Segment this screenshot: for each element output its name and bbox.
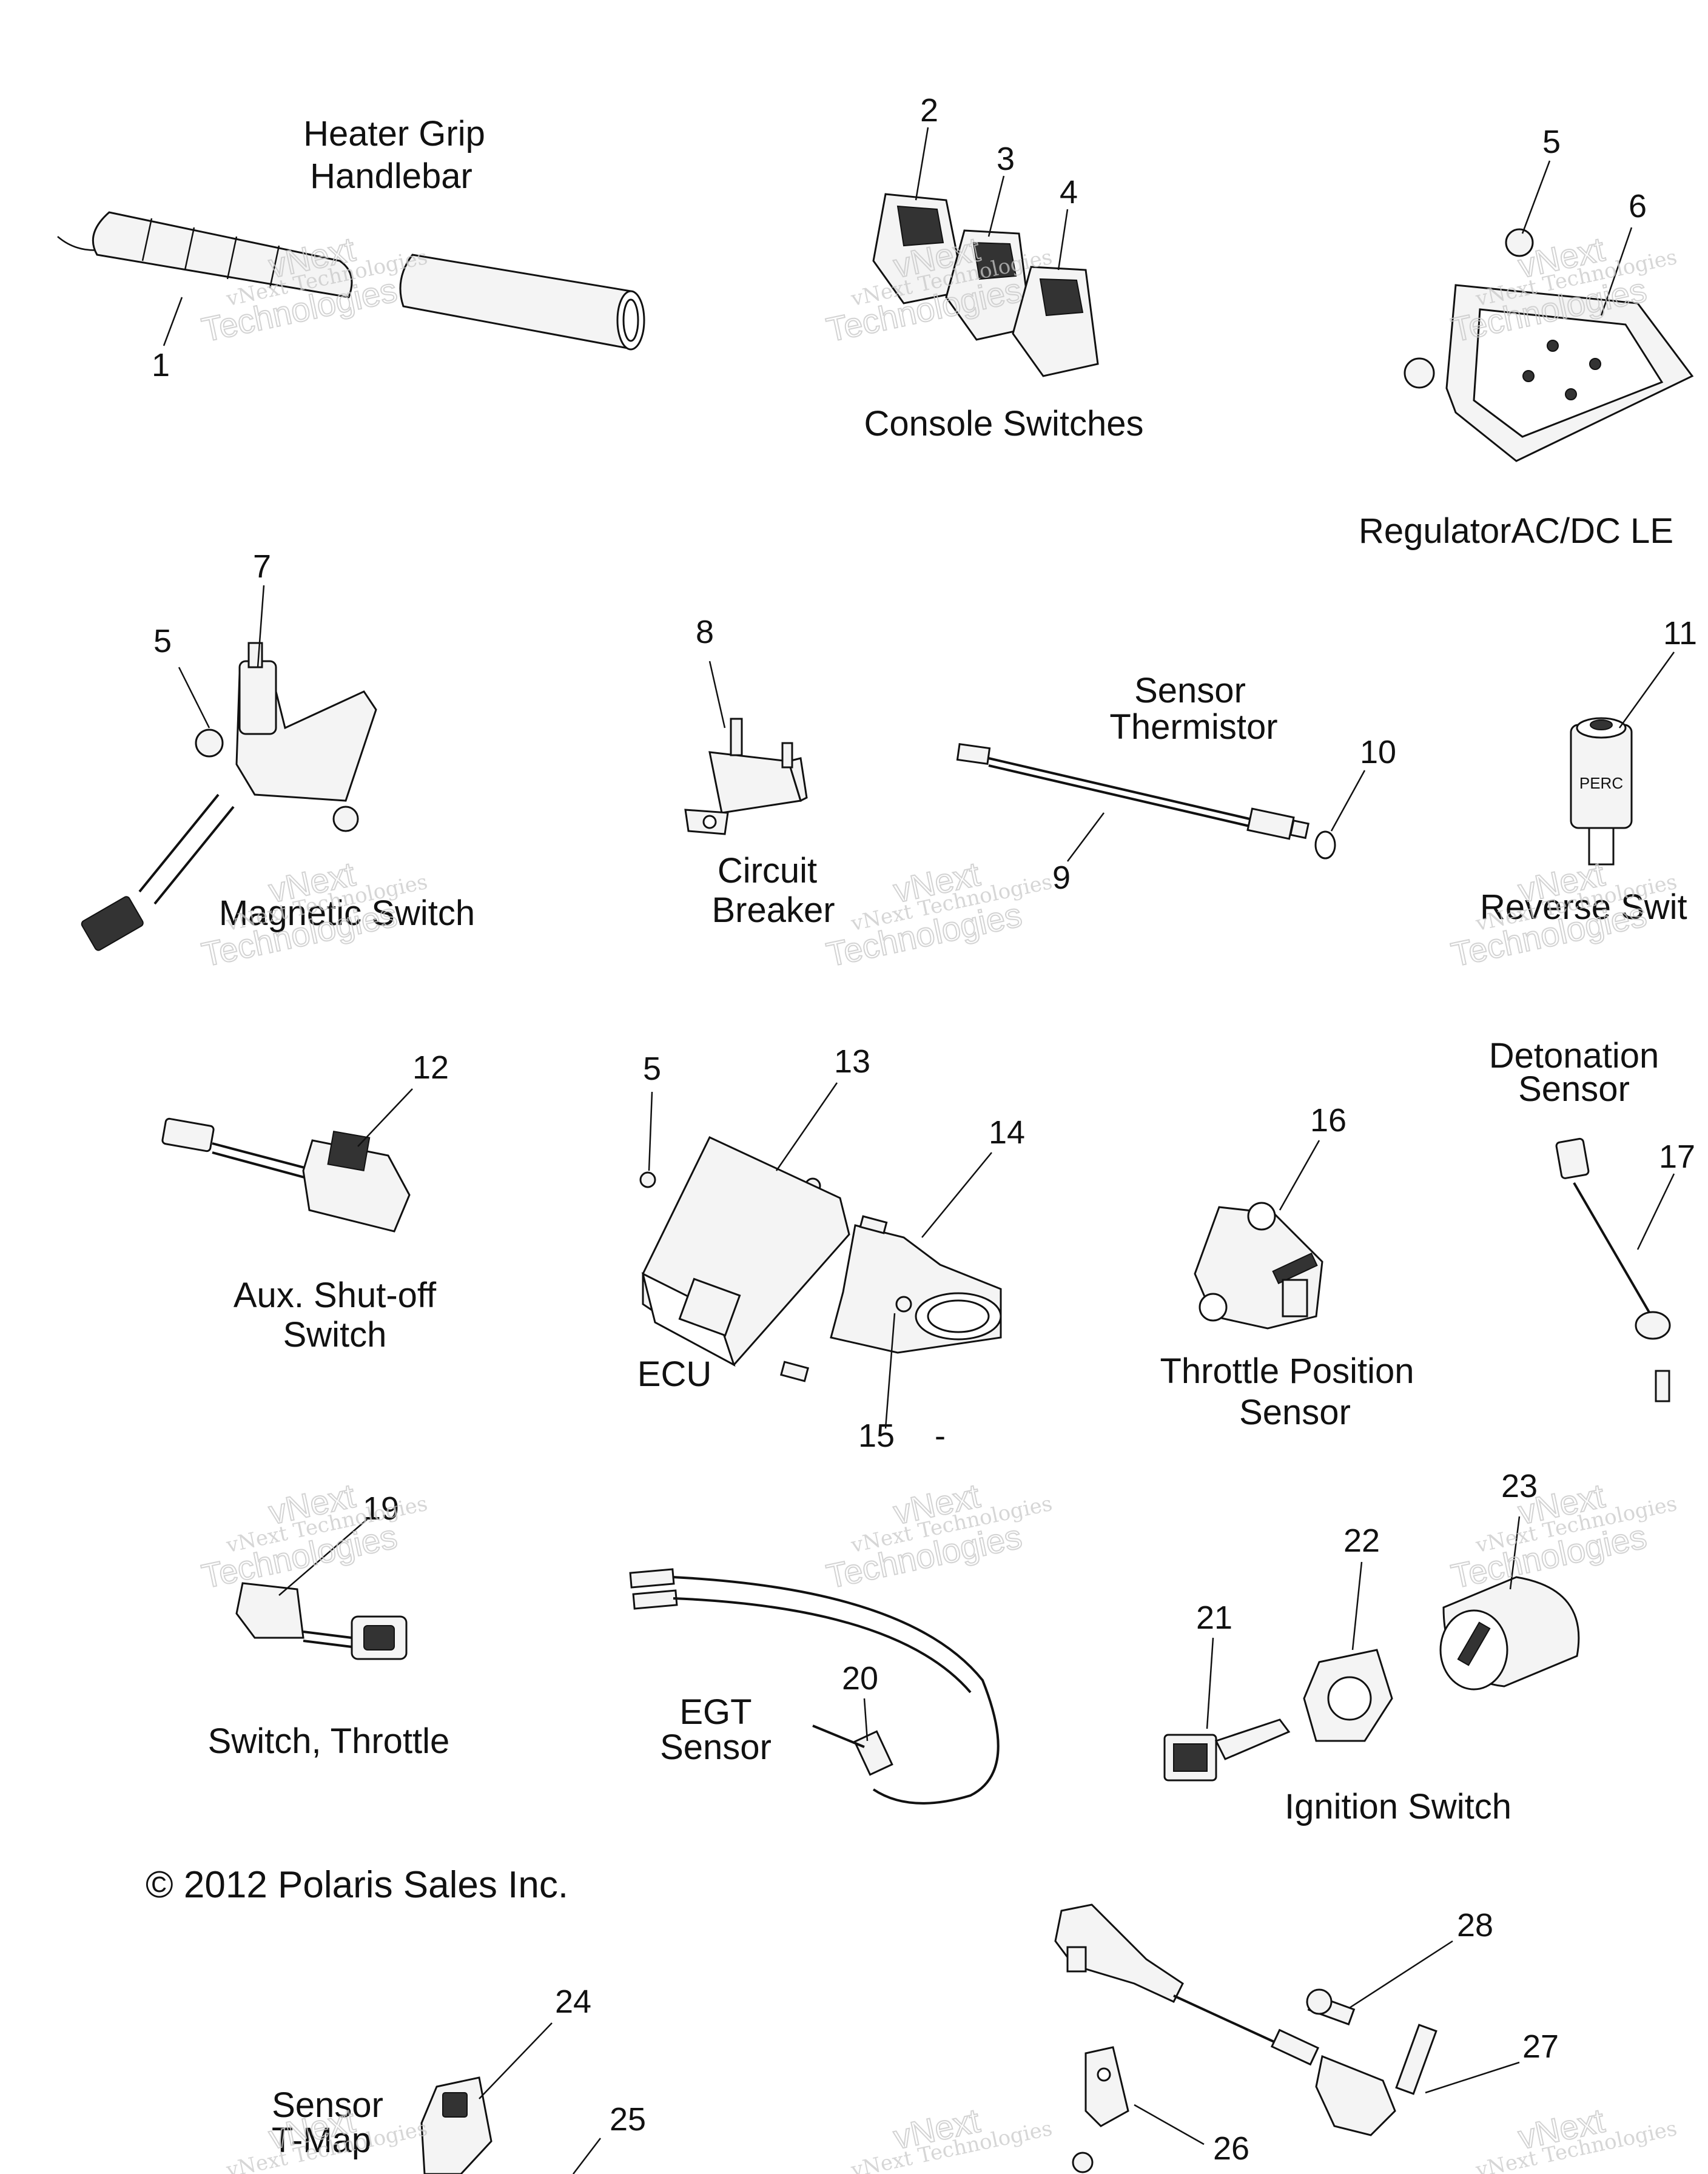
callout-22: 22: [1343, 1523, 1380, 1559]
aux-shutoff-part: [161, 1117, 411, 1233]
callout-2: 2: [920, 92, 938, 129]
breaker-label: Breaker: [711, 890, 835, 930]
callout-24: 24: [555, 1984, 591, 2020]
callout-21: 21: [1196, 1600, 1232, 1636]
callout-10: 10: [1360, 734, 1396, 770]
detonation-label-1: Detonation: [1489, 1036, 1659, 1075]
regulator-part: [1404, 228, 1694, 462]
sensor-tmap-part: [420, 2076, 493, 2174]
tps-label-1: Throttle Position: [1160, 1351, 1414, 1391]
perc-text: PERC: [1579, 774, 1623, 792]
callout-7: 7: [253, 548, 271, 585]
callout-13: 13: [834, 1043, 870, 1080]
handlebar-label: Handlebar: [310, 156, 472, 196]
callout-5-ecu: 5: [643, 1051, 661, 1087]
egt-label-1: EGT: [679, 1692, 751, 1732]
aux-label-1: Aux. Shut-off: [234, 1276, 437, 1315]
egt-label-2: Sensor: [660, 1728, 772, 1767]
copyright-text: © 2012 Polaris Sales Inc.: [146, 1864, 568, 1906]
ignition-switch-part: [1163, 1576, 1580, 1782]
console-switches-part: [872, 193, 1099, 377]
detonation-sensor-part: [1555, 1137, 1671, 1402]
callout-11: 11: [1663, 615, 1697, 651]
reverse-switch-label: Reverse Swit: [1480, 887, 1687, 927]
callout-25: 25: [610, 2101, 646, 2138]
callout-12: 12: [412, 1049, 449, 1086]
callout-19: 19: [363, 1490, 399, 1527]
callout-4: 4: [1060, 174, 1078, 210]
callout-27: 27: [1522, 2028, 1559, 2065]
heater-grip-assembly: [57, 211, 645, 351]
callout-26: 26: [1213, 2130, 1249, 2167]
callout-8: 8: [696, 614, 714, 650]
switch-throttle-part: [235, 1582, 408, 1660]
callout-5-regulator: 5: [1542, 124, 1561, 160]
callout-5-magnetic: 5: [153, 623, 172, 659]
sensor-thermistor-part: [956, 742, 1336, 860]
circuit-breaker-part: [684, 718, 808, 835]
callout-23: 23: [1501, 1468, 1538, 1504]
magnetic-switch-part: [81, 642, 377, 951]
ecu-part: [639, 1136, 1002, 1382]
ignition-switch-label: Ignition Switch: [1285, 1787, 1511, 1826]
ecu-label: ECU: [637, 1355, 711, 1394]
switch-throttle-label: Switch, Throttle: [208, 1721, 450, 1761]
callout-15: 15: [858, 1418, 895, 1454]
callout-1: 1: [152, 347, 170, 383]
sensor-thermistor-label-2: Thermistor: [1109, 707, 1277, 747]
console-switches-label: Console Switches: [864, 404, 1144, 443]
egt-sensor-part: [629, 1568, 1000, 1805]
sensor-thermistor-label-1: Sensor: [1134, 671, 1246, 710]
throttle-position-sensor-part: [1194, 1202, 1323, 1330]
tmap-label-1: Sensor: [272, 2085, 383, 2125]
callout-20: 20: [842, 1660, 878, 1697]
circuit-label: Circuit: [718, 851, 817, 890]
dash-mark: -: [935, 1418, 946, 1454]
heater-grip-label: Heater Grip: [303, 114, 485, 153]
callout-17: 17: [1659, 1139, 1695, 1175]
callout-3: 3: [997, 141, 1015, 177]
callout-9: 9: [1052, 860, 1071, 896]
tps-label-2: Sensor: [1239, 1393, 1351, 1432]
detonation-label-2: Sensor: [1518, 1069, 1630, 1109]
callout-28: 28: [1457, 1907, 1493, 1943]
callout-14: 14: [989, 1114, 1025, 1151]
reverse-switch-part: PERC: [1570, 717, 1633, 866]
tmap-label-2: T-Map: [272, 2121, 371, 2160]
magnetic-switch-label: Magnetic Switch: [219, 893, 475, 933]
aux-label-2: Switch: [283, 1315, 387, 1355]
regulator-label: RegulatorAC/DC LE: [1359, 511, 1673, 551]
speed-sensor-part: [1054, 1903, 1437, 2173]
callout-16: 16: [1310, 1102, 1347, 1139]
callout-6: 6: [1629, 188, 1647, 224]
